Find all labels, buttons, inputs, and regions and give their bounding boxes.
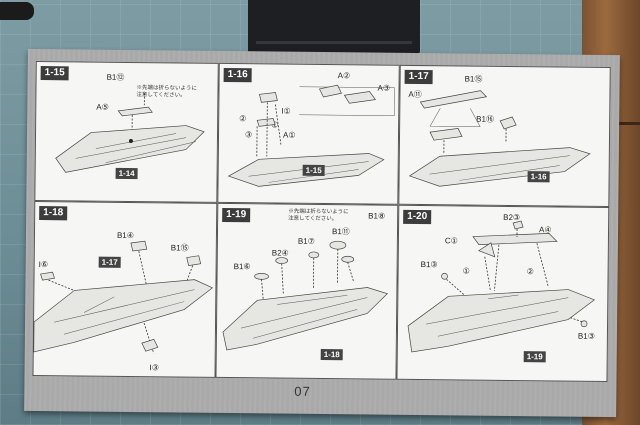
subassembly-label: 1-18 [320,348,343,361]
subassembly-label: 1-19 [523,351,546,363]
pen [0,2,34,20]
ship-part-diagram [33,240,214,354]
ship-part-diagram [408,90,591,187]
ship-part-diagram [222,240,389,351]
instruction-sheet: 1-15 B1⑫ ※先端は折らないように注意してください。 A⑤ 1-14 1-… [24,48,620,418]
subassembly-label: 1-16 [527,171,550,183]
panel-step-1-15: 1-15 B1⑫ ※先端は折らないように注意してください。 A⑤ 1-14 [34,60,219,203]
panel-step-1-20: 1-20 B2③ A④ C① B1③ B1③ ① ② 1-19 [396,204,610,382]
page-number: 07 [294,383,311,399]
panel-step-1-19: 1-19 ※先端は折らないように注意してください。 B1⑧ B1⑪ B1⑦ B1… [215,202,399,380]
instruction-panels: 1-15 B1⑫ ※先端は折らないように注意してください。 A⑤ 1-14 1-… [32,60,611,382]
subassembly-label: 1-15 [302,164,325,177]
panel-step-1-16: 1-16 A② A③ I① A① ② ① ③ 1-15 [217,62,400,205]
ship-part-diagram [227,84,395,187]
ship-part-diagram [407,220,596,353]
subassembly-label: 1-14 [115,167,138,180]
black-box [248,0,420,54]
ship-part-diagram [55,93,205,173]
panel-step-1-18: 1-18 B1④ B1⑮ I⑥ I③ 1-17 [32,200,218,378]
panel-step-1-17: 1-17 B1⑮ A⑪ B1⑯ 1-16 [398,64,611,208]
